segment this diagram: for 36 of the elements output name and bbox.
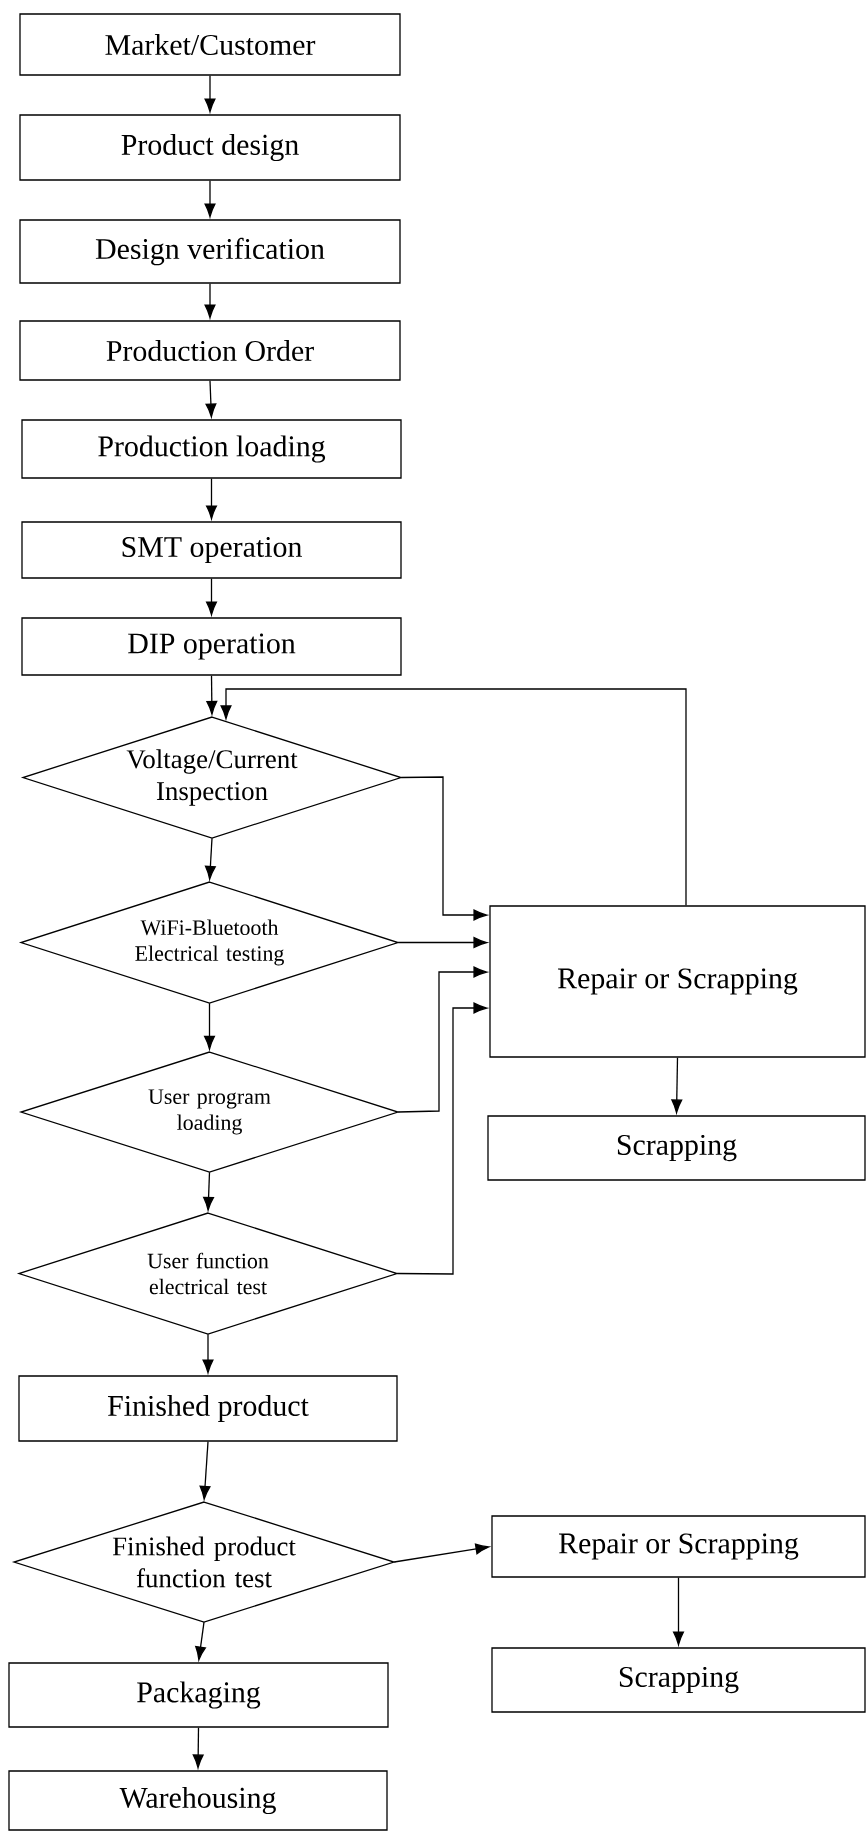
arrow <box>400 776 488 921</box>
arrow <box>204 180 216 218</box>
process-box: Scrapping <box>491 1647 866 1713</box>
arrow <box>397 966 488 1113</box>
process-box: Repair or Scrapping <box>489 905 866 1058</box>
arrow <box>397 937 488 948</box>
arrow <box>206 478 217 520</box>
arrow <box>396 1002 488 1275</box>
arrow <box>206 578 217 616</box>
arrow <box>204 1002 215 1050</box>
process-box: Repair or Scrapping <box>491 1515 866 1578</box>
arrow <box>673 1577 684 1646</box>
arrow <box>204 283 216 319</box>
process-box: SMT operation <box>21 521 402 579</box>
arrow <box>199 1441 211 1500</box>
process-box: Production loading <box>21 419 402 479</box>
arrow <box>204 837 216 880</box>
process-box: DIP operation <box>21 617 402 676</box>
arrow <box>393 1543 490 1563</box>
arrow <box>204 75 216 113</box>
process-box: Warehousing <box>8 1770 388 1831</box>
process-box: Market/Customer <box>19 13 401 76</box>
arrow <box>220 688 687 906</box>
process-box: Design verification <box>19 219 401 284</box>
process-box: Scrapping <box>487 1115 866 1181</box>
arrow <box>192 1727 204 1769</box>
arrow <box>671 1057 683 1114</box>
arrow <box>202 1333 214 1374</box>
process-box: Finished product <box>18 1375 398 1442</box>
process-box: Packaging <box>8 1662 389 1728</box>
arrow <box>195 1621 207 1661</box>
arrow <box>205 380 217 418</box>
arrow <box>203 1171 215 1211</box>
arrow <box>206 675 218 715</box>
process-box: Product design <box>19 114 401 181</box>
process-box: Production Order <box>19 320 401 381</box>
